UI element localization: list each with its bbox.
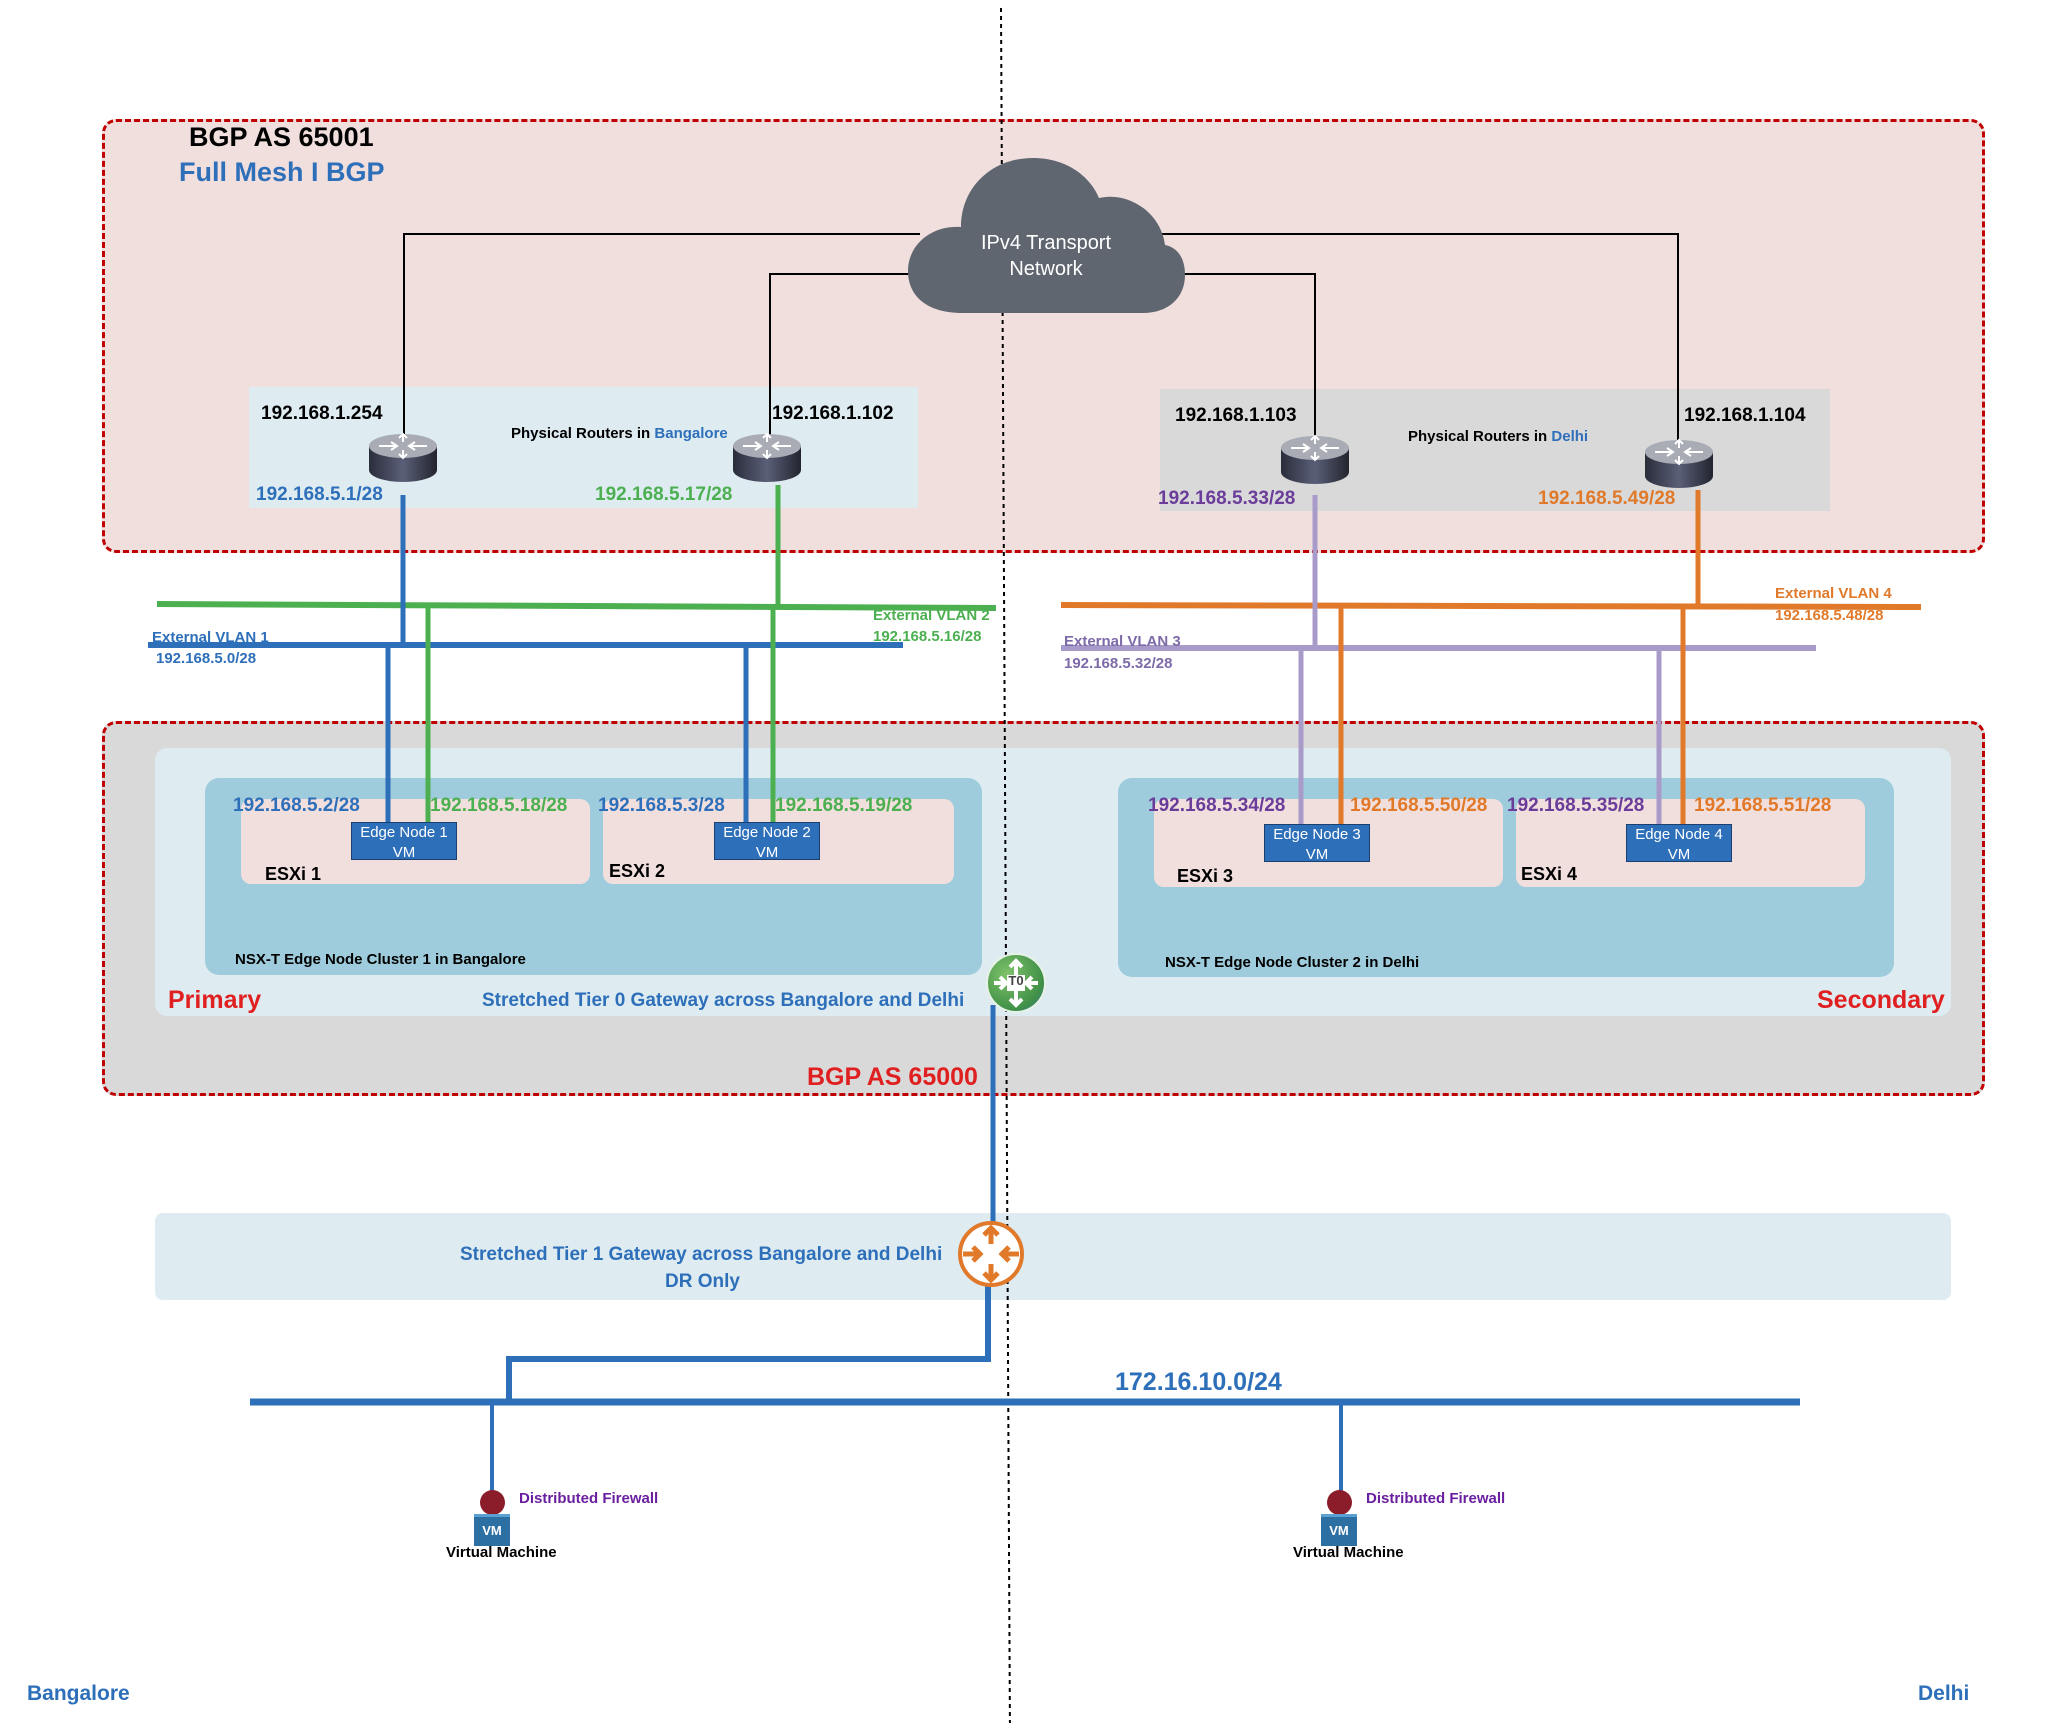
cloud-label-line2: Network: [1009, 258, 1083, 280]
tier0-gateway-label: Stretched Tier 0 Gateway across Bangalor…: [482, 990, 965, 1011]
en3-vlan3-ip: 192.168.5.34/28: [1148, 795, 1286, 816]
distributed-firewall-icon: [480, 1490, 505, 1515]
cloud-label-line1: IPv4 Transport: [980, 232, 1112, 254]
link-r2-cloud: [769, 273, 920, 440]
edge-node-2-type: VM: [755, 844, 779, 861]
esxi-1-label: ESXi 1: [265, 864, 322, 884]
vlan1-name: External VLAN 1: [152, 629, 269, 646]
link-r4-cloud: [1140, 233, 1679, 440]
delhi-routers-prefix: Physical Routers in: [1408, 428, 1552, 445]
tier1-gateway-icon[interactable]: [955, 1220, 1027, 1288]
en1-vlan1-ip: 192.168.5.2/28: [233, 795, 360, 816]
distributed-firewall-icon: [1327, 1490, 1352, 1515]
router1-uplink-ip: 192.168.5.1/28: [256, 484, 383, 505]
edge-node-2-label: Edge Node 2: [723, 824, 811, 841]
router2-uplink-ip: 192.168.5.17/28: [595, 484, 733, 505]
edge-node-3-vm[interactable]: Edge Node 3 VM: [1264, 824, 1370, 863]
workload-1-firewall-label: Distributed Firewall: [519, 1490, 659, 1507]
vlan4-subnet: 192.168.5.48/28: [1775, 607, 1884, 624]
tier0-icon-text: T0: [1008, 973, 1024, 988]
vlan4-name: External VLAN 4: [1775, 585, 1892, 602]
router-icon: [369, 432, 437, 482]
router-icon: [1281, 434, 1349, 484]
en3-vlan4-ip: 192.168.5.50/28: [1350, 795, 1488, 816]
router4-mgmt-ip: 192.168.1.104: [1684, 405, 1806, 426]
cloud-icon: [908, 158, 1185, 313]
link-r3-cloud: [1180, 273, 1316, 440]
tier1-gateway-label: Stretched Tier 1 Gateway across Bangalor…: [460, 1244, 943, 1265]
router-icon: [1645, 438, 1713, 488]
vm-icon[interactable]: VM: [1321, 1514, 1357, 1546]
bangalore-routers-prefix: Physical Routers in: [511, 425, 655, 442]
en2-vlan1-ip: 192.168.5.3/28: [598, 795, 725, 816]
workload-1-vm-badge: VM: [482, 1523, 502, 1538]
bgp-as-65001-title: BGP AS 65001: [189, 122, 374, 152]
bgp-as-65000-title: BGP AS 65000: [807, 1063, 978, 1091]
bangalore-router-zone: [249, 387, 918, 508]
full-mesh-ibgp-label: Full Mesh I BGP: [179, 157, 385, 187]
site-label-bangalore: Bangalore: [27, 1682, 130, 1705]
cluster-1-label: NSX-T Edge Node Cluster 1 in Bangalore: [235, 951, 526, 968]
tier1-zone: [155, 1213, 1951, 1300]
router-icon: [733, 432, 801, 482]
router3-uplink-ip: 192.168.5.33/28: [1158, 488, 1296, 509]
vlan2-name: External VLAN 2: [873, 607, 990, 624]
esxi-4-label: ESXi 4: [1521, 864, 1578, 884]
cluster-2-label: NSX-T Edge Node Cluster 2 in Delhi: [1165, 954, 1420, 971]
en2-vlan2-ip: 192.168.5.19/28: [775, 795, 913, 816]
vlan3-name: External VLAN 3: [1064, 633, 1181, 650]
workload-2-vm-badge: VM: [1329, 1523, 1349, 1538]
bangalore-routers-site: Bangalore: [654, 425, 728, 442]
edge-node-1-type: VM: [392, 844, 416, 861]
edge-node-1-vm[interactable]: Edge Node 1 VM: [351, 822, 457, 861]
workload-2-vm-label: Virtual Machine: [1293, 1544, 1404, 1561]
edge-node-4-vm[interactable]: Edge Node 4 VM: [1626, 824, 1732, 863]
edge-node-2-vm[interactable]: Edge Node 2 VM: [714, 822, 820, 861]
vlan3-subnet: 192.168.5.32/28: [1064, 655, 1173, 672]
esxi-3-label: ESXi 3: [1177, 866, 1234, 886]
router4-uplink-ip: 192.168.5.49/28: [1538, 488, 1676, 509]
vlan2-bus: [156, 601, 997, 611]
delhi-router-zone: [1160, 389, 1830, 511]
en1-vlan2-ip: 192.168.5.18/28: [430, 795, 568, 816]
edge-node-3-label: Edge Node 3: [1273, 826, 1361, 843]
vlan2-subnet: 192.168.5.16/28: [873, 628, 982, 645]
edge-node-3-type: VM: [1305, 846, 1329, 863]
t1-segment-link: [506, 1282, 991, 1402]
vlan4-bus: [1060, 602, 1922, 610]
en4-vlan3-ip: 192.168.5.35/28: [1507, 795, 1645, 816]
workload-2-firewall-label: Distributed Firewall: [1366, 1490, 1506, 1507]
delhi-routers-site: Delhi: [1551, 428, 1589, 445]
edge-node-4-type: VM: [1667, 846, 1691, 863]
tier0-arrows-icon: [994, 958, 1038, 1008]
secondary-label: Secondary: [1817, 986, 1945, 1014]
vlan1-subnet: 192.168.5.0/28: [156, 650, 257, 667]
workload-1-vm-label: Virtual Machine: [446, 1544, 557, 1561]
router2-mgmt-ip: 192.168.1.102: [772, 403, 894, 424]
router1-mgmt-ip: 192.168.1.254: [261, 403, 383, 424]
vm-icon[interactable]: VM: [474, 1514, 510, 1546]
tier0-gateway-icon[interactable]: T0: [986, 953, 1046, 1013]
esxi-2-label: ESXi 2: [609, 861, 666, 881]
primary-label: Primary: [168, 986, 262, 1014]
edge-node-1-label: Edge Node 1: [360, 824, 448, 841]
bangalore-routers-label: Physical Routers in Bangalore: [511, 425, 728, 442]
en4-vlan4-ip: 192.168.5.51/28: [1694, 795, 1832, 816]
router3-mgmt-ip: 192.168.1.103: [1175, 405, 1297, 426]
delhi-routers-label: Physical Routers in Delhi: [1408, 428, 1588, 445]
segment-subnet-label: 172.16.10.0/24: [1115, 1368, 1282, 1396]
link-r1-cloud: [403, 233, 920, 440]
tier1-mode-label: DR Only: [665, 1271, 740, 1292]
site-label-delhi: Delhi: [1918, 1682, 1970, 1705]
edge-node-4-label: Edge Node 4: [1635, 826, 1723, 843]
